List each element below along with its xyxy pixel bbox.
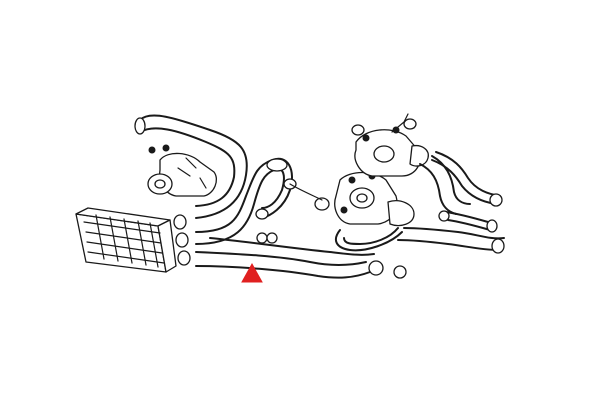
water-pump-body: [334, 171, 415, 252]
red-marker-triangle: [241, 262, 263, 283]
radiator: [75, 207, 177, 273]
right-small-hoses: [289, 151, 503, 233]
upper-radiator-hose: [134, 114, 248, 219]
thermostat-housing-lower: [354, 113, 429, 177]
lower-heater-hose: [195, 237, 375, 279]
thermostat-housing-upper: [147, 144, 218, 197]
middle-hose: [195, 157, 293, 245]
